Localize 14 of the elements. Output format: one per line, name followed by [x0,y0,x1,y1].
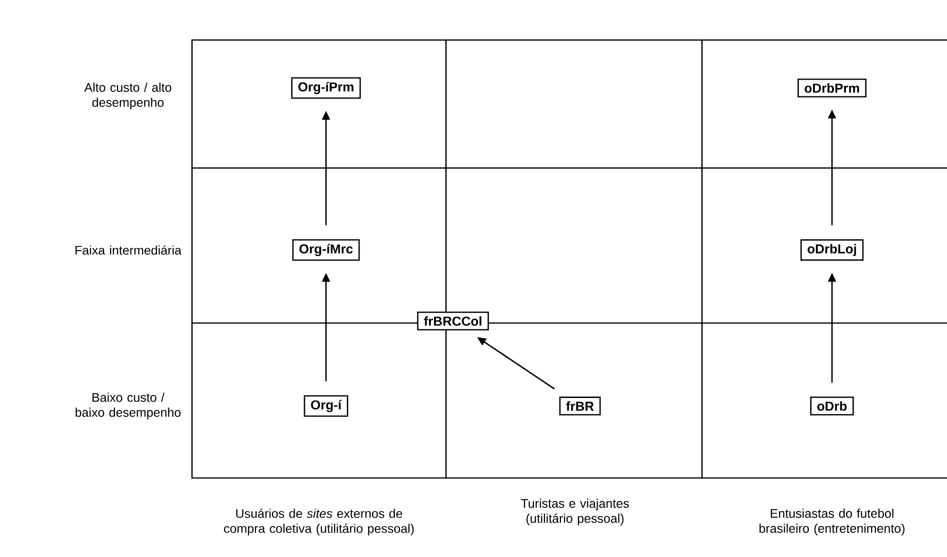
axis-label: Turistas e viajantes (utilitário pessoal) [520,498,629,526]
axis-label: Alto custo / alto desempenho [84,82,172,110]
code-box: Org-í [304,395,348,417]
code-box: oDrbPrm [798,78,866,98]
axis-label: Baixo custo / baixo desempenho [76,392,181,420]
axis-label: Faixa intermediária [76,245,182,255]
code-box: Org-íMrc [292,239,360,261]
axis-label: Usuários de sites externos de compra coletiva (utilitário pessoal) [224,508,414,536]
code-box: frBRCCol [417,312,489,330]
code-box: oDrbLoj [800,239,864,261]
code-box: oDrb [810,396,854,416]
axis-label: Entusiastas do futebol brasileiro (entretenimento) [760,508,904,536]
code-box: Org-íPrm [291,77,361,99]
code-box: frBR [559,396,601,416]
